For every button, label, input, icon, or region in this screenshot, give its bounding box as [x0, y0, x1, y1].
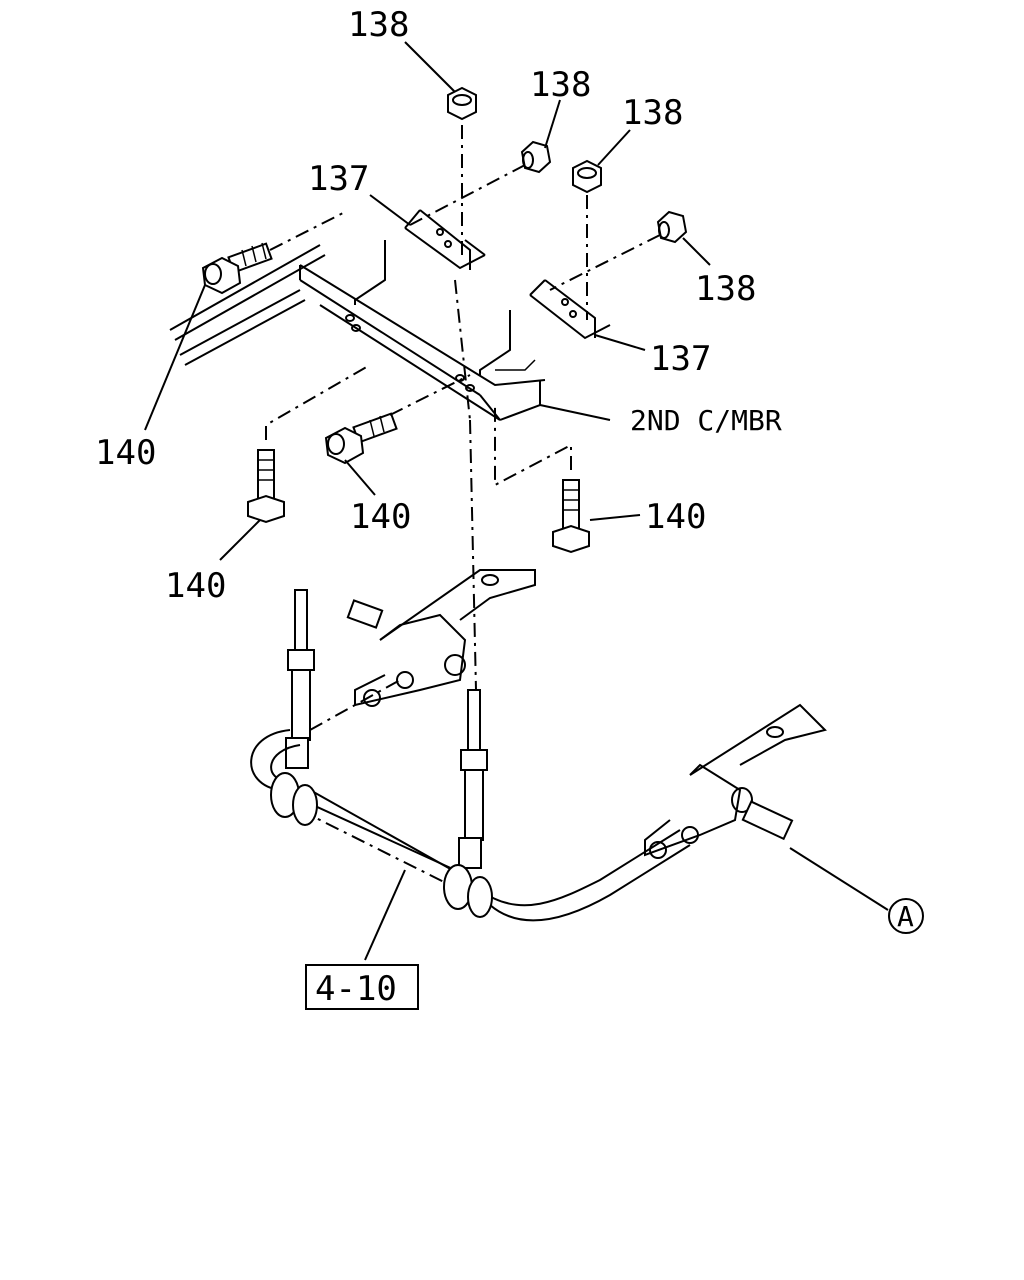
link-rods	[285, 589, 488, 869]
left-link-arm	[346, 569, 536, 707]
bolt-vertical-right	[552, 479, 590, 554]
label-nut-right: 138	[695, 269, 756, 309]
bolt-center	[324, 412, 398, 465]
nut-top	[447, 86, 477, 121]
label-nut-mid-right: 138	[622, 93, 683, 133]
view-marker: A	[888, 898, 924, 934]
stabilizer-bar	[250, 729, 691, 922]
label-crossmember: 2ND C/MBR	[630, 404, 782, 437]
reference-box: 4-10	[305, 964, 419, 1010]
label-bolt-left: 140	[95, 433, 156, 473]
label-nut-mid-left: 138	[530, 65, 591, 105]
leader-lines	[144, 41, 889, 961]
right-link-arm	[644, 703, 827, 859]
label-view-marker: A	[897, 900, 914, 933]
label-nut-top: 138	[348, 5, 409, 45]
bracket-left	[354, 209, 486, 305]
nut-mid-left	[520, 140, 552, 174]
assembly-lines	[265, 125, 661, 691]
bolt-left	[201, 242, 273, 295]
label-bracket-right: 137	[650, 339, 711, 379]
label-bracket-left: 137	[308, 159, 369, 199]
label-bolt-vertical-right: 140	[645, 497, 706, 537]
nut-right	[656, 210, 688, 244]
bracket-right	[479, 279, 611, 375]
crossmember	[299, 264, 546, 421]
label-reference: 4-10	[315, 969, 397, 1009]
label-bolt-vertical-left: 140	[165, 566, 226, 606]
nut-mid-right	[572, 159, 602, 194]
bolt-vertical-left	[247, 449, 285, 524]
label-bolt-center: 140	[350, 497, 411, 537]
